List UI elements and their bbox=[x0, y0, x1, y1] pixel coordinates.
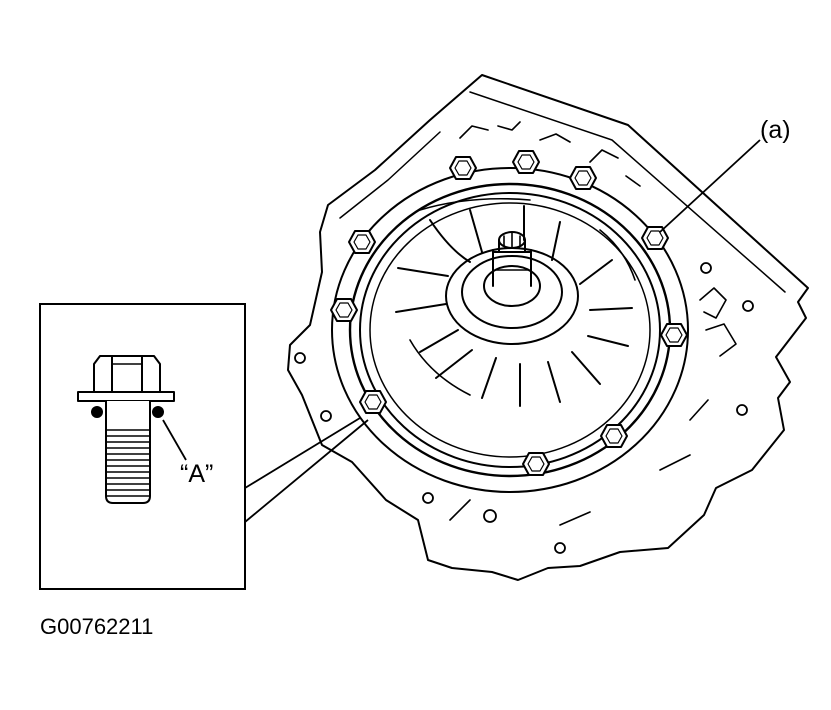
hub-boss bbox=[483, 265, 541, 307]
detail-leader-line bbox=[244, 419, 369, 523]
bolt-head bbox=[569, 166, 597, 190]
housing-ribs bbox=[395, 205, 633, 407]
input-shaft-spline bbox=[494, 231, 530, 271]
housing-arc-detail bbox=[409, 197, 636, 396]
bolt-head bbox=[348, 230, 376, 254]
bolt-head bbox=[330, 298, 358, 322]
callout-label-A: “A” bbox=[180, 460, 213, 488]
bolt-detail bbox=[77, 355, 175, 504]
case-outline bbox=[287, 74, 809, 581]
case-casting-detail bbox=[449, 121, 737, 526]
leader-line-A bbox=[162, 419, 187, 461]
case-holes bbox=[294, 262, 754, 554]
leader-line-a bbox=[659, 139, 761, 233]
bolt-head bbox=[359, 390, 387, 414]
o-ring-right bbox=[152, 406, 164, 418]
input-shaft bbox=[492, 239, 532, 287]
housing-ring-step bbox=[369, 202, 651, 458]
detail-leader-line bbox=[244, 417, 361, 489]
bolt-head bbox=[522, 452, 550, 476]
bolt-head bbox=[660, 323, 688, 347]
bolt-head bbox=[600, 424, 628, 448]
housing-ring-inner bbox=[359, 192, 661, 468]
hub-outer bbox=[445, 247, 579, 345]
bolt-head bbox=[641, 226, 669, 250]
bolt-head bbox=[512, 150, 540, 174]
case-inner-edge bbox=[339, 91, 786, 293]
bolt-circle-ring bbox=[331, 167, 689, 493]
figure-code: G00762211 bbox=[40, 614, 154, 639]
callout-label-a: (a) bbox=[760, 116, 791, 144]
hub-inner bbox=[461, 255, 563, 329]
bolt-head bbox=[449, 156, 477, 180]
o-ring-left bbox=[91, 406, 103, 418]
